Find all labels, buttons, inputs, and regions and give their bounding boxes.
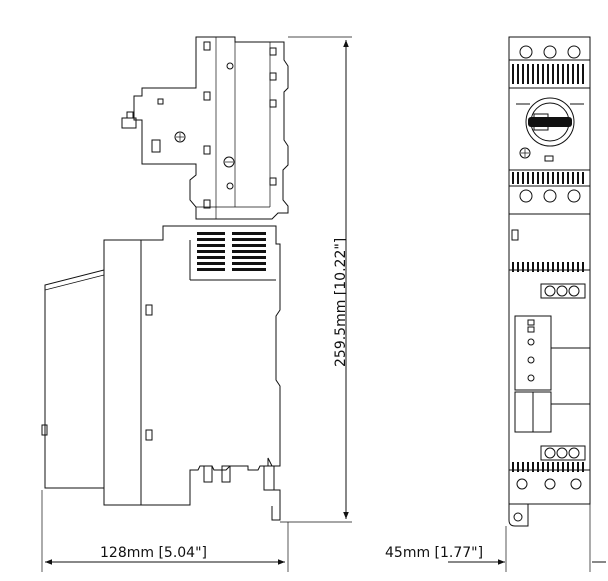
side-view-breaker bbox=[121, 36, 289, 220]
front-top-fins bbox=[512, 64, 584, 84]
side-vent-grille bbox=[197, 232, 266, 271]
height-dimension-label: 259.5mm [10.22"] bbox=[333, 238, 349, 367]
side-view: 259.5mm [10.22"] 128mm [5.04"] bbox=[41, 36, 352, 572]
side-width-dimension: 128mm [5.04"] bbox=[41, 490, 289, 572]
front-width-dimension-label: 45mm [1.77"] bbox=[385, 545, 483, 561]
front-view-breaker bbox=[508, 36, 591, 215]
contactor-bottom-fins bbox=[512, 462, 584, 472]
front-view-contactor bbox=[508, 213, 591, 527]
side-view-contactor bbox=[41, 225, 281, 521]
side-width-dimension-label: 128mm [5.04"] bbox=[100, 545, 207, 561]
height-dimension: 259.5mm [10.22"] bbox=[280, 36, 352, 523]
rotary-handle-icon bbox=[516, 97, 584, 147]
front-view: 45mm [1.77"] bbox=[385, 36, 606, 572]
front-mid-fins bbox=[512, 172, 584, 184]
front-width-dimension: 45mm [1.77"] bbox=[385, 504, 606, 572]
contactor-top-fins bbox=[512, 262, 584, 272]
